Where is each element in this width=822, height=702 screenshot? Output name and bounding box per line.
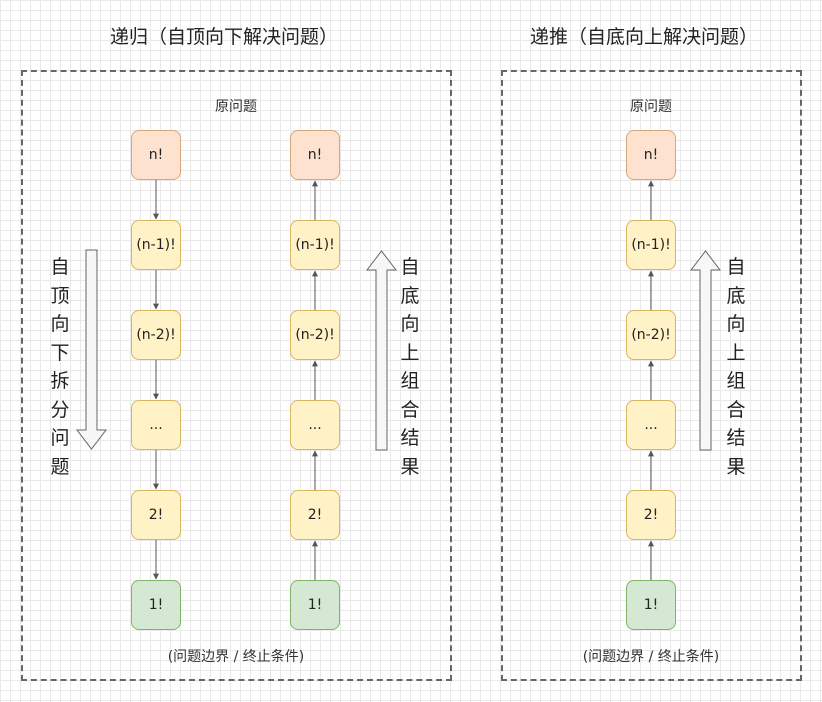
node-c-1: 1! <box>626 580 676 630</box>
node-c-ellipsis: ... <box>626 400 676 450</box>
node-c-n-minus-2: (n-2)! <box>626 310 676 360</box>
node-c-n-minus-1: (n-1)! <box>626 220 676 270</box>
down-arrow-caption: 自顶向下拆分问题 <box>50 256 70 478</box>
node-b-n-minus-2: (n-2)! <box>290 310 340 360</box>
node-b-ellipsis: ... <box>290 400 340 450</box>
recursion-boundary-label: (问题边界 / 终止条件) <box>167 649 305 665</box>
up-block-arrow-left <box>365 250 398 451</box>
node-a-n: n! <box>131 130 181 180</box>
iteration-panel <box>501 70 802 681</box>
recursion-original-problem-label: 原问题 <box>215 99 257 115</box>
node-b-2: 2! <box>290 490 340 540</box>
node-c-2: 2! <box>626 490 676 540</box>
iteration-boundary-label: (问题边界 / 终止条件) <box>582 649 720 665</box>
up-arrow-caption-left: 自底向上组合结果 <box>400 256 420 478</box>
node-a-2: 2! <box>131 490 181 540</box>
recursion-title: 递归（自顶向下解决问题） <box>110 26 339 48</box>
node-c-n: n! <box>626 130 676 180</box>
node-a-1: 1! <box>131 580 181 630</box>
node-b-n-minus-1: (n-1)! <box>290 220 340 270</box>
node-b-1: 1! <box>290 580 340 630</box>
down-block-arrow <box>75 249 108 450</box>
node-a-n-minus-1: (n-1)! <box>131 220 181 270</box>
node-b-n: n! <box>290 130 340 180</box>
up-arrow-caption-right: 自底向上组合结果 <box>726 256 746 478</box>
node-a-n-minus-2: (n-2)! <box>131 310 181 360</box>
recursion-panel <box>21 70 452 681</box>
up-block-arrow-right <box>689 250 722 451</box>
iteration-title: 递推（自底向上解决问题） <box>530 26 759 48</box>
iteration-original-problem-label: 原问题 <box>630 99 672 115</box>
node-a-ellipsis: ... <box>131 400 181 450</box>
